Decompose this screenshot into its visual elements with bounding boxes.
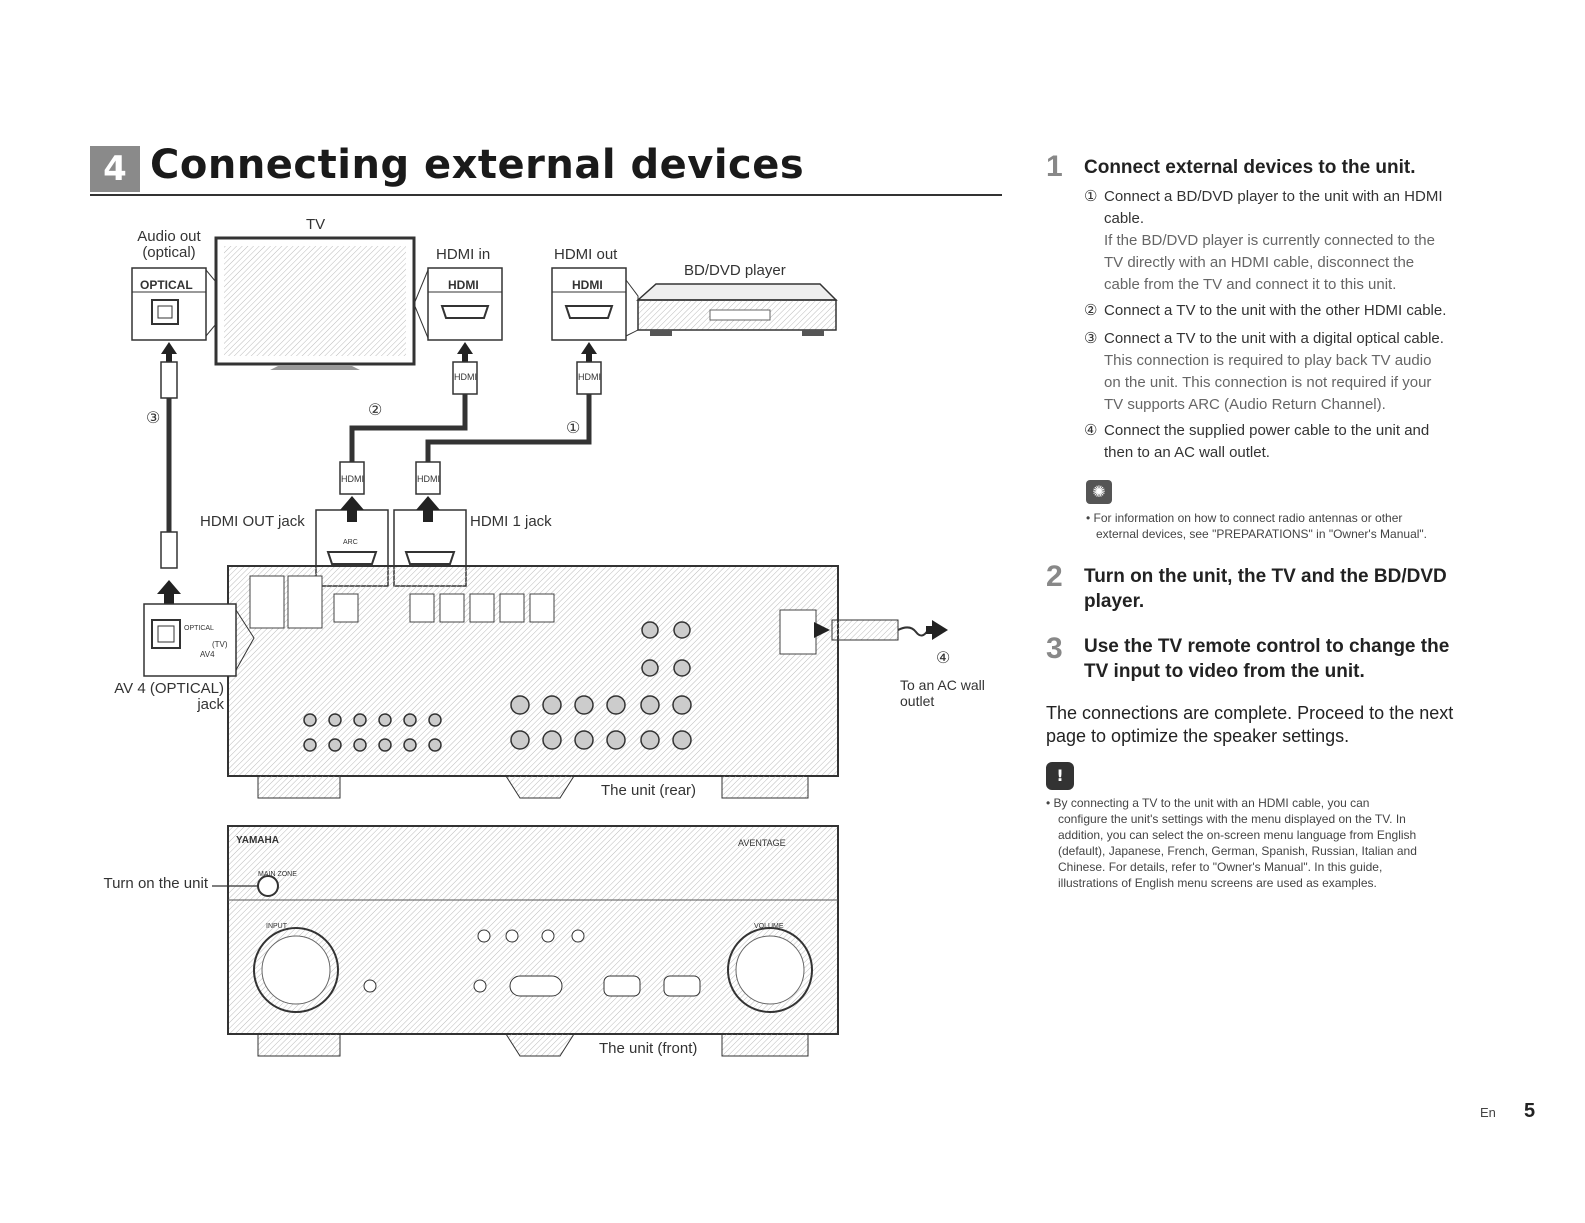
tv-optical-callout [131, 267, 217, 341]
bd-player-label: BD/DVD player [684, 262, 786, 279]
bd-hdmi-out-callout [551, 267, 639, 341]
section-header: 4 Connecting external devices [90, 140, 1002, 196]
step-2-title-1: Turn on the unit, the TV and the BD/DVD [1084, 566, 1447, 587]
connection-diagram: Audio out (optical) TV OPTICAL HDMI in H… [90, 200, 1010, 1080]
item-1-text: Connect a BD/DVD player to the unit with… [1104, 188, 1443, 205]
step-1-item-4: ④ Connect the supplied power cable to the… [1084, 420, 1524, 464]
item-1-detail-2: TV directly with an HDMI cable, disconne… [1104, 254, 1415, 271]
section-number: 4 [90, 146, 140, 192]
tv-illustration [214, 236, 416, 370]
step-2-title-2: player. [1084, 591, 1145, 612]
complete-text-1: The connections are complete. Proceed to… [1046, 703, 1454, 723]
step-1-item-3: ③ Connect a TV to the unit with a digital… [1084, 328, 1524, 416]
hdmi-out-jack-label: HDMI OUT jack [200, 513, 305, 530]
item-2-text: Connect a TV to the unit with the other … [1104, 302, 1447, 319]
tip-text-1: • For information on how to connect radi… [1086, 511, 1403, 525]
note-text-4: (default), Japanese, French, German, Spa… [1058, 844, 1417, 858]
tv-label: TV [306, 216, 326, 233]
aventage-logo-text: AVENTAGE [738, 838, 786, 848]
step-3-title-1: Use the TV remote control to change the [1084, 636, 1450, 657]
circle-2-label: ② [368, 402, 383, 419]
hdmi-plug-out-label: HDMI [341, 474, 364, 484]
complete-text-2: page to optimize the speaker settings. [1046, 726, 1350, 746]
power-cable [814, 619, 948, 641]
note-text-6: illustrations of English menu screens ar… [1058, 876, 1377, 890]
note-text-2: configure the unit's settings with the m… [1058, 812, 1406, 826]
av4-small-label: AV4 [200, 650, 215, 659]
item-3-detail-3: TV supports ARC (Audio Return Channel). [1104, 396, 1386, 413]
item-2-circle: ② [1084, 302, 1098, 319]
note-exclamation-icon: ! [1046, 762, 1074, 790]
turn-on-label: Turn on the unit [103, 875, 208, 892]
step-1-item-1: ① Connect a BD/DVD player to the unit wit… [1084, 186, 1524, 296]
receiver-front-illustration [212, 825, 839, 1057]
av4-jack-label-2: jack [197, 696, 224, 713]
item-1-text2: cable. [1104, 210, 1145, 227]
note-text-1: • By connecting a TV to the unit with an… [1046, 796, 1370, 810]
item-3-detail-1: This connection is required to play back… [1104, 352, 1432, 369]
hdmi1-jack-label: HDMI 1 jack [470, 513, 552, 530]
audio-out-label: Audio out [137, 228, 201, 245]
item-1-circle: ① [1084, 188, 1098, 205]
optical-small-label: OPTICAL [184, 625, 214, 632]
section-title: Connecting external devices [150, 142, 805, 188]
item-4-circle: ④ [1084, 422, 1098, 439]
step-3-title-2: TV input to video from the unit. [1084, 661, 1365, 682]
optical-cable [157, 361, 181, 604]
hdmi-plug-tv-label: HDMI [454, 372, 477, 382]
hdmi-in-label: HDMI in [436, 246, 491, 263]
hdmi-in-tag: HDMI [448, 278, 479, 292]
circle-3-label: ③ [146, 410, 161, 427]
step-1-item-2: ② Connect a TV to the unit with the other… [1084, 300, 1524, 322]
item-1-detail-3: cable from the TV and connect it to this… [1104, 276, 1397, 293]
hdmi-out-tag: HDMI [572, 278, 603, 292]
footer-page-number: 5 [1524, 1100, 1536, 1122]
to-ac-label-1: To an AC wall [900, 677, 985, 693]
diagram-illustration [131, 236, 948, 1057]
hdmi-out-label: HDMI out [554, 246, 618, 263]
arc-label: ARC [343, 539, 358, 546]
hdmi-plug-in1-label: HDMI [417, 474, 440, 484]
to-ac-label-2: outlet [900, 693, 935, 709]
step-3-number: 3 [1046, 632, 1063, 665]
yamaha-logo-text: YAMAHA [236, 835, 279, 846]
step-2-number: 2 [1046, 560, 1063, 593]
hdmi-cable-bd [415, 361, 602, 495]
step-1-title: Connect external devices to the unit. [1084, 157, 1416, 178]
item-3-text: Connect a TV to the unit with a digital … [1104, 330, 1444, 347]
tip-lightbulb-icon: ✺ [1086, 480, 1112, 504]
unit-front-label: The unit (front) [599, 1040, 698, 1057]
item-1-detail-1: If the BD/DVD player is currently connec… [1104, 232, 1435, 249]
volume-knob-label: VOLUME [754, 923, 784, 930]
item-4-text: Connect the supplied power cable to the … [1104, 422, 1430, 439]
unit-rear-label: The unit (rear) [601, 782, 697, 799]
item-4-text2: then to an AC wall outlet. [1104, 444, 1270, 461]
audio-out-sub-label: (optical) [142, 244, 196, 261]
main-zone-label: MAIN ZONE [258, 871, 297, 878]
av4-jack-label-1: AV 4 (OPTICAL) [114, 680, 224, 697]
item-3-circle: ③ [1084, 330, 1098, 347]
footer-language: En [1480, 1105, 1496, 1120]
av4-optical-callout [143, 603, 255, 677]
note-text-3: addition, you can select the on-screen m… [1058, 828, 1417, 842]
circle-1-label: ① [566, 420, 581, 437]
input-knob-label: INPUT [266, 923, 287, 930]
optical-tag: OPTICAL [140, 278, 193, 292]
hdmi-plug-bd-label: HDMI [578, 372, 601, 382]
item-3-detail-2: on the unit. This connection is not requ… [1104, 374, 1432, 391]
tv-small-label: (TV) [212, 640, 228, 649]
bd-player-illustration [636, 283, 838, 336]
circle-4-label: ④ [936, 650, 951, 667]
hdmi-cable-tv [339, 361, 478, 495]
tip-text-2: external devices, see "PREPARATIONS" in … [1096, 527, 1428, 541]
tv-hdmi-in-callout [413, 267, 503, 341]
step-1-number: 1 [1046, 150, 1063, 183]
note-text-5: Chinese. For details, refer to "Owner's … [1058, 860, 1383, 874]
receiver-rear-illustration [227, 565, 839, 799]
